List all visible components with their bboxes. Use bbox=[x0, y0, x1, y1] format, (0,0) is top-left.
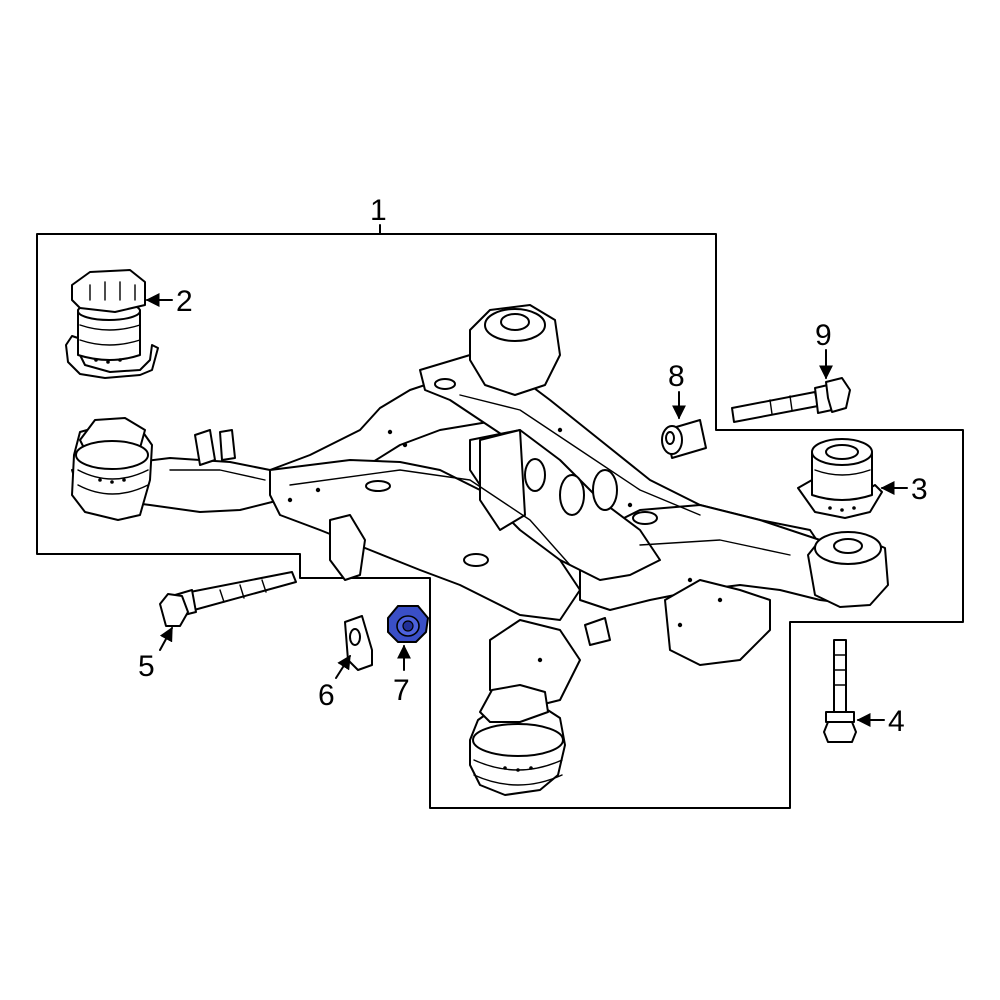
part-6-washer bbox=[344, 615, 373, 671]
subframe bbox=[71, 304, 889, 711]
callout-6: 6 bbox=[318, 679, 335, 712]
part-9-bolt bbox=[731, 377, 851, 423]
callout-8: 8 bbox=[668, 360, 685, 393]
callout-4: 4 bbox=[888, 705, 905, 738]
subframe-left-mount bbox=[71, 417, 153, 521]
callout-5: 5 bbox=[138, 650, 155, 683]
callout-3: 3 bbox=[911, 473, 928, 506]
part-2-mount bbox=[65, 269, 159, 379]
part-4-bolt bbox=[823, 639, 857, 743]
subframe-front-mount bbox=[469, 684, 566, 796]
callout-6-leader bbox=[335, 654, 351, 679]
callout-7: 7 bbox=[393, 674, 410, 707]
callout-1: 1 bbox=[370, 194, 387, 227]
callout-9: 9 bbox=[815, 319, 832, 352]
callout-5-leader bbox=[159, 626, 173, 651]
callout-2: 2 bbox=[176, 285, 193, 318]
assembly-outline bbox=[36, 233, 964, 809]
part-7-nut bbox=[387, 605, 430, 643]
part-3-mount bbox=[797, 438, 883, 519]
part-8-bushing bbox=[661, 419, 707, 459]
part-5-bolt bbox=[159, 571, 297, 627]
